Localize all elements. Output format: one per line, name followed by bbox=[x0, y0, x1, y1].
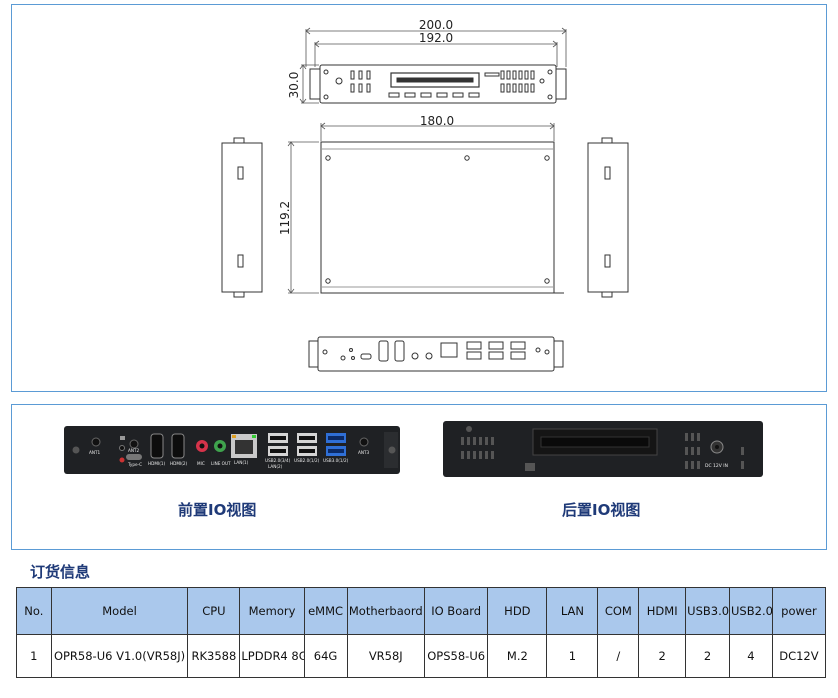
label-type-c: Type-C bbox=[127, 462, 142, 467]
label-ant2: ANT2 bbox=[128, 448, 140, 453]
col-header: HDD bbox=[487, 587, 548, 635]
col-header: HDMI bbox=[638, 587, 687, 635]
table-cell: DC12V bbox=[771, 634, 827, 678]
col-header: USB2.0 bbox=[729, 587, 773, 635]
col-header: USB3.0 bbox=[685, 587, 731, 635]
label-ant3: ANT3 bbox=[358, 450, 370, 455]
label-usb3-12: USB3.0(1/2) bbox=[323, 458, 349, 463]
io-views-panel: ANT1 ANT2 Type-C HDMI(1) HDMI(2) MIC LIN… bbox=[11, 404, 827, 550]
label-lan2: LAN(2) bbox=[268, 464, 283, 469]
table-cell: LPDDR4 8G bbox=[239, 634, 305, 678]
col-header: COM bbox=[597, 587, 640, 635]
col-header: eMMC bbox=[303, 587, 348, 635]
front-io-view: ANT1 ANT2 Type-C HDMI(1) HDMI(2) MIC LIN… bbox=[64, 426, 400, 474]
order-info-table: No. Model CPU Memory eMMC Motherbaord IO… bbox=[16, 587, 827, 678]
front-io-caption: 前置IO视图 bbox=[178, 501, 257, 519]
col-header: No. bbox=[16, 587, 52, 635]
table-cell: 1 bbox=[16, 634, 52, 678]
table-cell: 64G bbox=[303, 634, 348, 678]
table-cell: VR58J bbox=[346, 634, 426, 678]
label-mic: MIC bbox=[197, 461, 205, 466]
table-cell: RK3588 bbox=[187, 634, 241, 678]
order-info-title: 订货信息 bbox=[30, 563, 91, 581]
table-cell: / bbox=[597, 634, 640, 678]
table-cell: 2 bbox=[638, 634, 687, 678]
col-header: Model bbox=[50, 587, 189, 635]
label-ant1: ANT1 bbox=[89, 450, 101, 455]
label-dc-in: DC 12V IN bbox=[705, 463, 728, 469]
label-hdmi1: HDMI(1) bbox=[148, 461, 166, 466]
table-cell: OPR58-U6 V1.0(VR58J) bbox=[50, 634, 189, 678]
col-header: CPU bbox=[187, 587, 241, 635]
label-lan1: LAN(1) bbox=[234, 460, 249, 465]
label-usb2-34: USB2.0(3/4) bbox=[265, 458, 291, 463]
table-cell: 2 bbox=[685, 634, 731, 678]
col-header: IO Board bbox=[424, 587, 489, 635]
dim-height: 30.0 bbox=[287, 72, 301, 99]
col-header: Motherbaord bbox=[346, 587, 426, 635]
mechanical-drawing: 200.0 192.0 30.0 180.0 119.2 bbox=[221, 18, 629, 372]
dim-inner-width: 192.0 bbox=[419, 31, 453, 45]
dim-body-width: 180.0 bbox=[420, 114, 454, 128]
label-line-out: LINE OUT bbox=[211, 461, 231, 466]
dim-overall-width: 200.0 bbox=[419, 18, 453, 32]
table-row: 1 OPR58-U6 V1.0(VR58J) RK3588 LPDDR4 8G … bbox=[16, 634, 827, 678]
order-table-header-row: No. Model CPU Memory eMMC Motherbaord IO… bbox=[16, 587, 827, 635]
mechanical-drawing-panel: 200.0 192.0 30.0 180.0 119.2 bbox=[11, 4, 827, 392]
table-cell: OPS58-U6 bbox=[424, 634, 489, 678]
table-cell: 4 bbox=[729, 634, 773, 678]
rear-io-caption: 后置IO视图 bbox=[562, 501, 641, 519]
col-header: LAN bbox=[546, 587, 599, 635]
table-cell: 1 bbox=[546, 634, 599, 678]
label-usb2-12: USB2.0(1/2) bbox=[294, 458, 320, 463]
rear-io-view: DC 12V IN bbox=[443, 421, 763, 477]
dim-body-depth: 119.2 bbox=[278, 201, 292, 235]
col-header: Memory bbox=[239, 587, 305, 635]
col-header: power bbox=[771, 587, 827, 635]
label-hdmi2: HDMI(2) bbox=[170, 461, 188, 466]
table-cell: M.2 bbox=[487, 634, 548, 678]
